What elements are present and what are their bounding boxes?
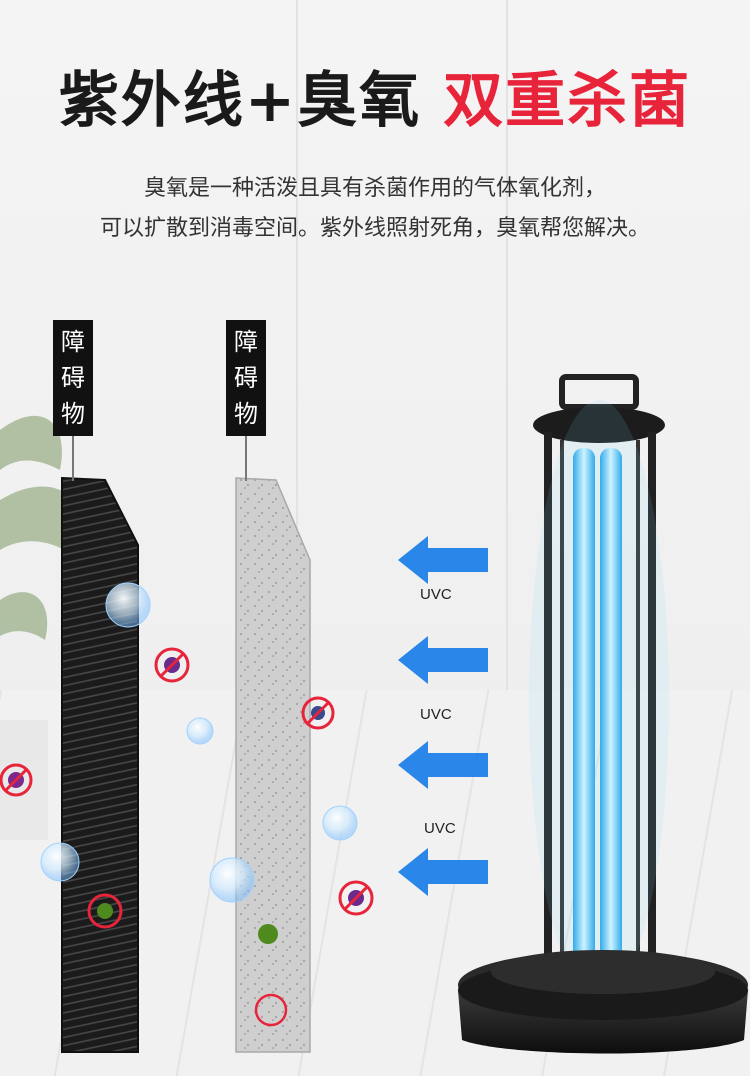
wall-seam bbox=[506, 0, 508, 690]
uvc-label: UVC bbox=[420, 706, 452, 723]
obstacle-label-mesh: 障 碍 物 bbox=[53, 320, 93, 436]
wall-seam bbox=[296, 0, 298, 690]
headline-uv-ozone: 紫外线+臭氧 bbox=[58, 66, 422, 136]
concrete-panel bbox=[235, 477, 311, 1053]
uv-lamp-illustration bbox=[458, 374, 748, 1054]
label-pin bbox=[72, 436, 74, 481]
bacteria bbox=[0, 647, 374, 1027]
obstacle-label-char: 碍 bbox=[234, 364, 258, 392]
uvc-label: UVC bbox=[424, 820, 456, 837]
headline: 紫外线+臭氧双重杀菌 bbox=[0, 52, 750, 139]
uvc-label: UVC bbox=[420, 586, 452, 603]
obstacle-label-char: 碍 bbox=[61, 364, 85, 392]
obstacle-label-char: 障 bbox=[61, 328, 85, 356]
mesh-panel bbox=[61, 476, 139, 1053]
subtitle-line-1: 臭氧是一种活泼且具有杀菌作用的气体氧化剂， bbox=[143, 176, 606, 201]
subtitle-line-2: 可以扩散到消毒空间。紫外线照射死角，臭氧帮您解决。 bbox=[99, 216, 650, 241]
obstacle-label-char: 障 bbox=[234, 328, 258, 356]
obstacle-label-char: 物 bbox=[61, 400, 85, 428]
label-pin bbox=[245, 436, 247, 481]
obstacle-label-concrete: 障 碍 物 bbox=[226, 320, 266, 436]
uvc-arrows bbox=[398, 536, 488, 896]
ozone-bubbles bbox=[40, 582, 358, 903]
obstacle-label-char: 物 bbox=[234, 400, 258, 428]
headline-double-sterilization: 双重杀菌 bbox=[443, 66, 692, 136]
